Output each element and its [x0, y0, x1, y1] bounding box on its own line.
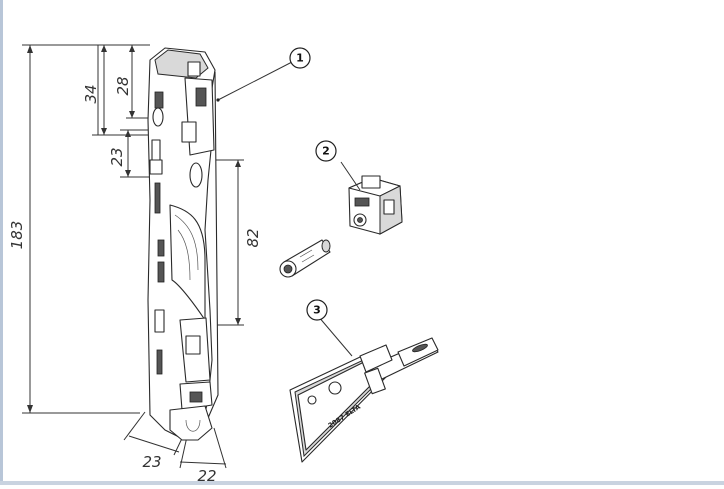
dimension-base-width: 22: [179, 427, 227, 485]
callout-3: 3: [306, 299, 328, 321]
base-width-label: 22: [197, 467, 216, 485]
dimension-hole-spacing: 23: [108, 129, 155, 178]
base-depth-label: 23: [142, 453, 161, 471]
window-left-edge: [0, 0, 3, 485]
dimension-overall-height: 183: [8, 44, 150, 414]
part-3-key-tag: 2087 ELTA: [289, 315, 439, 463]
dimension-upper-inner: 28: [114, 45, 160, 119]
middle-span-label: 82: [244, 228, 262, 247]
callout-1-number: 1: [296, 52, 304, 65]
part-2-adjusting-pin: [279, 239, 331, 278]
callout-1: 1: [289, 47, 311, 69]
overall-height-label: 183: [8, 221, 26, 250]
part-1-strike-plate: [147, 47, 293, 441]
part-2-adjusting-block: [340, 161, 403, 235]
callout-3-number: 3: [313, 304, 321, 317]
window-bottom-edge: [0, 481, 724, 485]
dimension-middle-span: 82: [210, 159, 262, 326]
upper-inner-label: 28: [114, 76, 132, 95]
callout-2: 2: [315, 140, 337, 162]
callout-2-number: 2: [322, 145, 330, 158]
hole-spacing-label: 23: [108, 147, 126, 166]
dimension-upper-offset: 34: [82, 45, 150, 136]
upper-offset-label: 34: [82, 84, 100, 103]
